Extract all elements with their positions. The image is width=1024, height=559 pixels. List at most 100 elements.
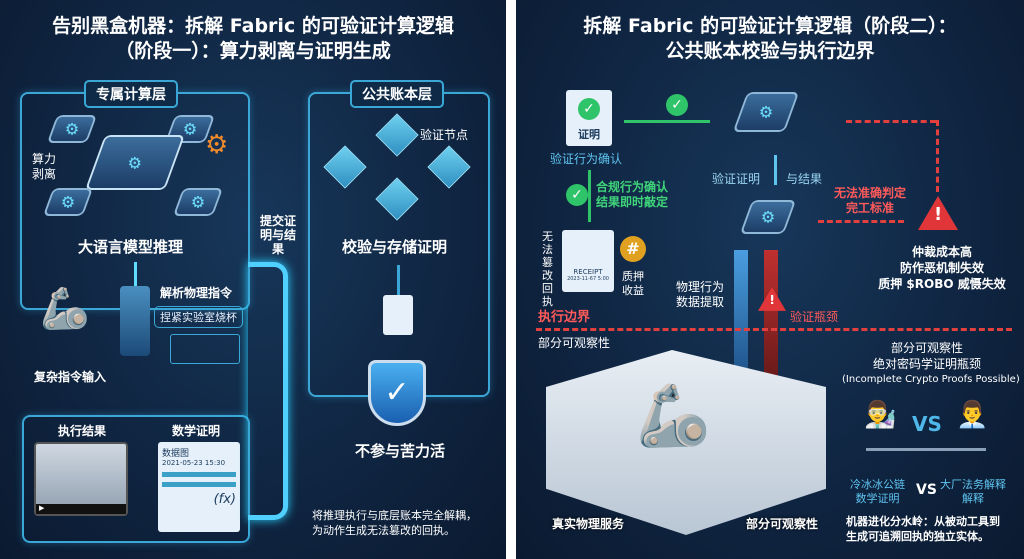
- label: 剥离: [32, 167, 57, 181]
- label: 数据提取: [676, 295, 725, 309]
- real-service-label: 真实物理服务: [552, 517, 625, 531]
- shield-check-icon: ✓: [368, 360, 426, 426]
- warning-icon: !: [758, 287, 786, 311]
- doc-title: 数据图: [162, 449, 190, 459]
- llm-inference-caption: 大语言模型推理: [78, 238, 184, 256]
- balance-scale-icon: [866, 448, 986, 451]
- vs-left-label: 冷冰冰公链数学证明: [850, 478, 905, 506]
- red-dashed-arrow: [818, 220, 904, 223]
- partial-observability-top: 部分可观察性: [538, 336, 611, 350]
- label: 算力: [32, 152, 57, 166]
- doc-bar: [162, 482, 236, 487]
- verify-proof-right: 与结果: [786, 172, 823, 186]
- consequence: 质押 $ROBO 威慑失效: [878, 277, 1006, 291]
- footnote: 将推理执行与底层账本完全解耦， 为动作生成无法篡改的回执。: [312, 508, 477, 538]
- label: 收益: [622, 284, 644, 297]
- label: 生成可追溯回执的独立实体。: [846, 530, 989, 543]
- label: 数学证明: [855, 492, 900, 505]
- compliance-label: 合规行为确认 结果即时敲定: [596, 180, 668, 210]
- complex-input-label: 复杂指令输入: [34, 370, 107, 384]
- instruction-bubble: 捏紧实验室烧杯: [154, 306, 243, 328]
- label: 解释: [962, 492, 984, 505]
- formula: (fx): [213, 492, 236, 507]
- phase-one-title: 告别黑盒机器：拆解 Fabric 的可验证计算逻辑 （阶段一）：算力剥离与证明生…: [0, 14, 506, 64]
- conclusion-text: 机器进化分水岭：从被动工具到生成可追溯回执的独立实体。: [846, 514, 1000, 544]
- partial-observability-bottom: 部分可观察性: [746, 517, 819, 531]
- title-line: 拆解 Fabric 的可验证计算逻辑（阶段二）：: [583, 15, 957, 37]
- label: 质押: [622, 270, 644, 283]
- check-icon: ✓: [666, 94, 688, 116]
- consequence: 仲裁成本高: [911, 245, 972, 259]
- parser-stack-icon: [120, 286, 150, 356]
- proof-document: 数据图 2021-05-23 15:30 (fx): [158, 442, 240, 532]
- green-arrow: [624, 120, 710, 123]
- verify-proof-left: 验证证明: [712, 172, 761, 186]
- phase-two-title: 拆解 Fabric 的可验证计算逻辑（阶段二）： 公共账本校验与执行边界: [516, 14, 1024, 64]
- red-dashed-line: [936, 120, 939, 192]
- title-line: 公共账本校验与执行边界: [665, 40, 875, 62]
- verifier-chip-icon: [732, 92, 800, 132]
- shield-caption: 不参与苦力活: [355, 442, 446, 460]
- receipt-title: RECEIPT: [573, 268, 603, 276]
- lawyer-avatar: 👨‍💼: [956, 400, 989, 430]
- vs-badge: VS: [912, 412, 942, 436]
- boundary-label: 执行边界: [538, 310, 591, 325]
- up-arrow: [774, 155, 777, 185]
- robot-arm-icon: 🦾: [40, 286, 90, 332]
- gear-icon: ⚙: [205, 130, 229, 160]
- data-upstream-bar: [734, 250, 748, 390]
- cannot-judge-label: 无法准确判定完工标准: [834, 186, 906, 216]
- flow-arrow: [397, 265, 400, 295]
- exec-result-label: 执行结果: [58, 424, 107, 438]
- consequence: 防作恶机制失效: [899, 261, 984, 275]
- compute-strip-label: 算力剥离: [32, 152, 56, 182]
- title-line: 告别黑盒机器：拆解 Fabric 的可验证计算逻辑: [52, 15, 454, 37]
- green-arrow: [588, 170, 591, 222]
- math-proof-label: 数学证明: [172, 424, 221, 438]
- label: 完工标准: [846, 201, 895, 215]
- phase-two-panel: 拆解 Fabric 的可验证计算逻辑（阶段二）： 公共账本校验与执行边界 证明 …: [516, 0, 1024, 559]
- certified-doc-icon: [383, 295, 413, 335]
- play-icon[interactable]: ▶: [36, 504, 126, 514]
- red-dashed-arrow: [846, 120, 936, 123]
- physical-data-label: 物理行为数据提取: [676, 280, 724, 310]
- verify-confirm-label: 验证行为确认: [550, 152, 623, 166]
- verify-store-caption: 校验与存储证明: [342, 238, 448, 256]
- nodes-label: 验证节点: [420, 128, 469, 142]
- check-icon: ✓: [566, 184, 588, 206]
- proof-doc-label: 证明: [578, 128, 600, 141]
- crypto-bottleneck-text: 部分可观察性 绝对密码学证明瓶颈 (Incomplete Crypto Proo…: [842, 340, 1020, 388]
- bottleneck-label: 验证瓶颈: [790, 310, 839, 324]
- outputs-box: [22, 415, 250, 543]
- lab-room-illustration: [546, 350, 826, 535]
- parse-label: 解析物理指令: [160, 286, 233, 300]
- label: 部分可观察性: [890, 341, 963, 355]
- proof-doc-icon: 证明 ✓: [566, 90, 612, 146]
- scientist-avatar: 👨‍🔬: [864, 400, 897, 430]
- vs-text: VS: [916, 482, 937, 498]
- video-player[interactable]: ▶: [34, 442, 128, 516]
- footnote-line: 为动作生成无法篡改的回执。: [312, 524, 455, 537]
- label: (Incomplete Crypto Proofs Possible): [842, 374, 1020, 385]
- label: 结果即时敲定: [596, 195, 669, 209]
- title-line: （阶段一）：算力剥离与证明生成: [115, 40, 391, 62]
- doc-time: 2021-05-23 15:30: [162, 459, 226, 467]
- check-icon: ✓: [578, 98, 600, 120]
- ledger-layer-tag: 公共账本层: [350, 80, 444, 108]
- label: 冷冰冰公链: [850, 478, 905, 491]
- bottleneck-bar: [764, 250, 778, 390]
- receipt-side-label: 无法篡改回执: [542, 230, 553, 308]
- code-block-icon: [170, 334, 240, 364]
- warning-icon: !: [918, 196, 958, 230]
- consequences-list: 仲裁成本高 防作恶机制失效 质押 $ROBO 威慑失效: [872, 244, 1012, 292]
- label: 机器进化分水岭：从被动工具到: [846, 515, 1000, 528]
- robot-arm-icon: 🦾: [636, 381, 711, 451]
- phase-one-panel: 告别黑盒机器：拆解 Fabric 的可验证计算逻辑 （阶段一）：算力剥离与证明生…: [0, 0, 506, 559]
- label: 合规行为确认: [596, 180, 669, 194]
- compute-layer-tag: 专属计算层: [84, 80, 178, 108]
- label: 无法准确判定: [834, 186, 907, 200]
- submit-pipe: [248, 262, 288, 520]
- receipt-time: 2023-11-67 5:00: [567, 276, 609, 282]
- footnote-line: 将推理执行与底层账本完全解耦，: [312, 509, 477, 522]
